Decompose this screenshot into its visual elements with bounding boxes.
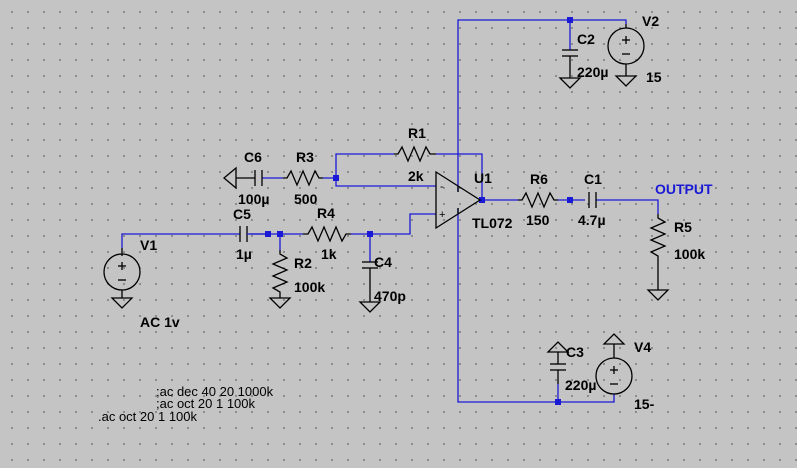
wire-v1-c5[interactable]: [121, 233, 240, 248]
junction-out: [479, 197, 485, 203]
label-c3-value: 220µ: [565, 377, 596, 393]
resistor-r5[interactable]: [646, 214, 670, 301]
wire-r1-out[interactable]: [436, 153, 483, 200]
label-r3-name: R3: [296, 149, 314, 165]
label-c2-value: 220µ: [577, 64, 608, 80]
label-c6-value: 100µ: [238, 191, 269, 207]
capacitor-c6[interactable]: [222, 166, 263, 190]
label-r5-value: 100k: [674, 246, 705, 262]
label-c1-name: C1: [584, 171, 602, 187]
capacitor-c2[interactable]: [558, 49, 582, 89]
label-v2-name: V2: [642, 13, 659, 29]
junction-c2: [567, 17, 573, 23]
junction-c3: [555, 399, 561, 405]
label-v2-value: 15: [646, 69, 662, 85]
wire-vplus-rail[interactable]: [457, 19, 627, 192]
label-v1-name: V1: [140, 237, 157, 253]
label-r4-name: R4: [317, 205, 335, 221]
wire-vminus-rail[interactable]: [457, 208, 615, 403]
label-r3-value: 500: [294, 191, 318, 207]
wire-r4-plus[interactable]: [351, 213, 436, 235]
junction-c5: [265, 231, 271, 237]
label-c6-name: C6: [244, 149, 262, 165]
voltage-source-v4[interactable]: [595, 333, 633, 395]
junction-c4: [367, 231, 373, 237]
capacitor-c1[interactable]: [588, 192, 597, 208]
wire-r3-minus[interactable]: [323, 177, 436, 187]
capacitor-c5[interactable]: [239, 226, 265, 242]
label-r5-name: R5: [674, 219, 692, 235]
label-r6-name: R6: [530, 171, 548, 187]
net-label-output: OUTPUT: [655, 181, 713, 197]
label-c4-name: C4: [374, 254, 392, 270]
label-r1-name: R1: [408, 125, 426, 141]
label-c4-value: 470p: [374, 288, 406, 304]
spice-directive-2[interactable]: ;ac oct 20 1 100k: [156, 396, 256, 411]
label-c3-name: C3: [566, 344, 584, 360]
label-c1-value: 4.7µ: [578, 212, 606, 228]
label-v1-value: AC 1v: [140, 314, 180, 330]
opamp-u1[interactable]: [435, 170, 482, 230]
capacitor-c4[interactable]: [358, 261, 382, 313]
wire-fb-r1[interactable]: [335, 153, 394, 178]
label-r4-value: 1k: [321, 246, 337, 262]
junction-r2: [277, 231, 283, 237]
resistor-r4[interactable]: [303, 225, 351, 243]
junction-r3: [333, 175, 339, 181]
label-u1-value: TL072: [472, 215, 513, 231]
junction-c1: [567, 197, 573, 203]
wire-c1-output[interactable]: [596, 199, 659, 214]
voltage-source-v2[interactable]: [607, 24, 645, 87]
spice-directive-1[interactable]: ;ac dec 40 20 1000k: [156, 384, 274, 399]
wires: [121, 19, 659, 403]
label-u1-name: U1: [474, 170, 492, 186]
label-r2-value: 100k: [294, 279, 325, 295]
capacitor-c3[interactable]: [546, 341, 570, 384]
label-c5-name: C5: [233, 206, 251, 222]
label-r2-name: R2: [294, 255, 312, 271]
label-r1-value: 2k: [408, 168, 424, 184]
spice-directive-3[interactable]: .ac oct 20 1 100k: [98, 409, 198, 424]
label-r6-value: 150: [526, 212, 550, 228]
label-opamp-minus: -: [440, 181, 444, 193]
junctions: [265, 17, 573, 405]
label-c2-name: C2: [577, 31, 595, 47]
label-v4-name: V4: [634, 339, 651, 355]
voltage-source-v1[interactable]: [103, 248, 141, 309]
resistor-r3[interactable]: [283, 169, 323, 187]
label-c5-value: 1µ: [236, 246, 252, 262]
label-v4-value: 15-: [634, 396, 655, 412]
resistor-r1[interactable]: [394, 145, 436, 163]
resistor-r2[interactable]: [268, 250, 292, 309]
resistor-r6[interactable]: [518, 191, 558, 209]
label-opamp-plus: +: [439, 209, 445, 221]
